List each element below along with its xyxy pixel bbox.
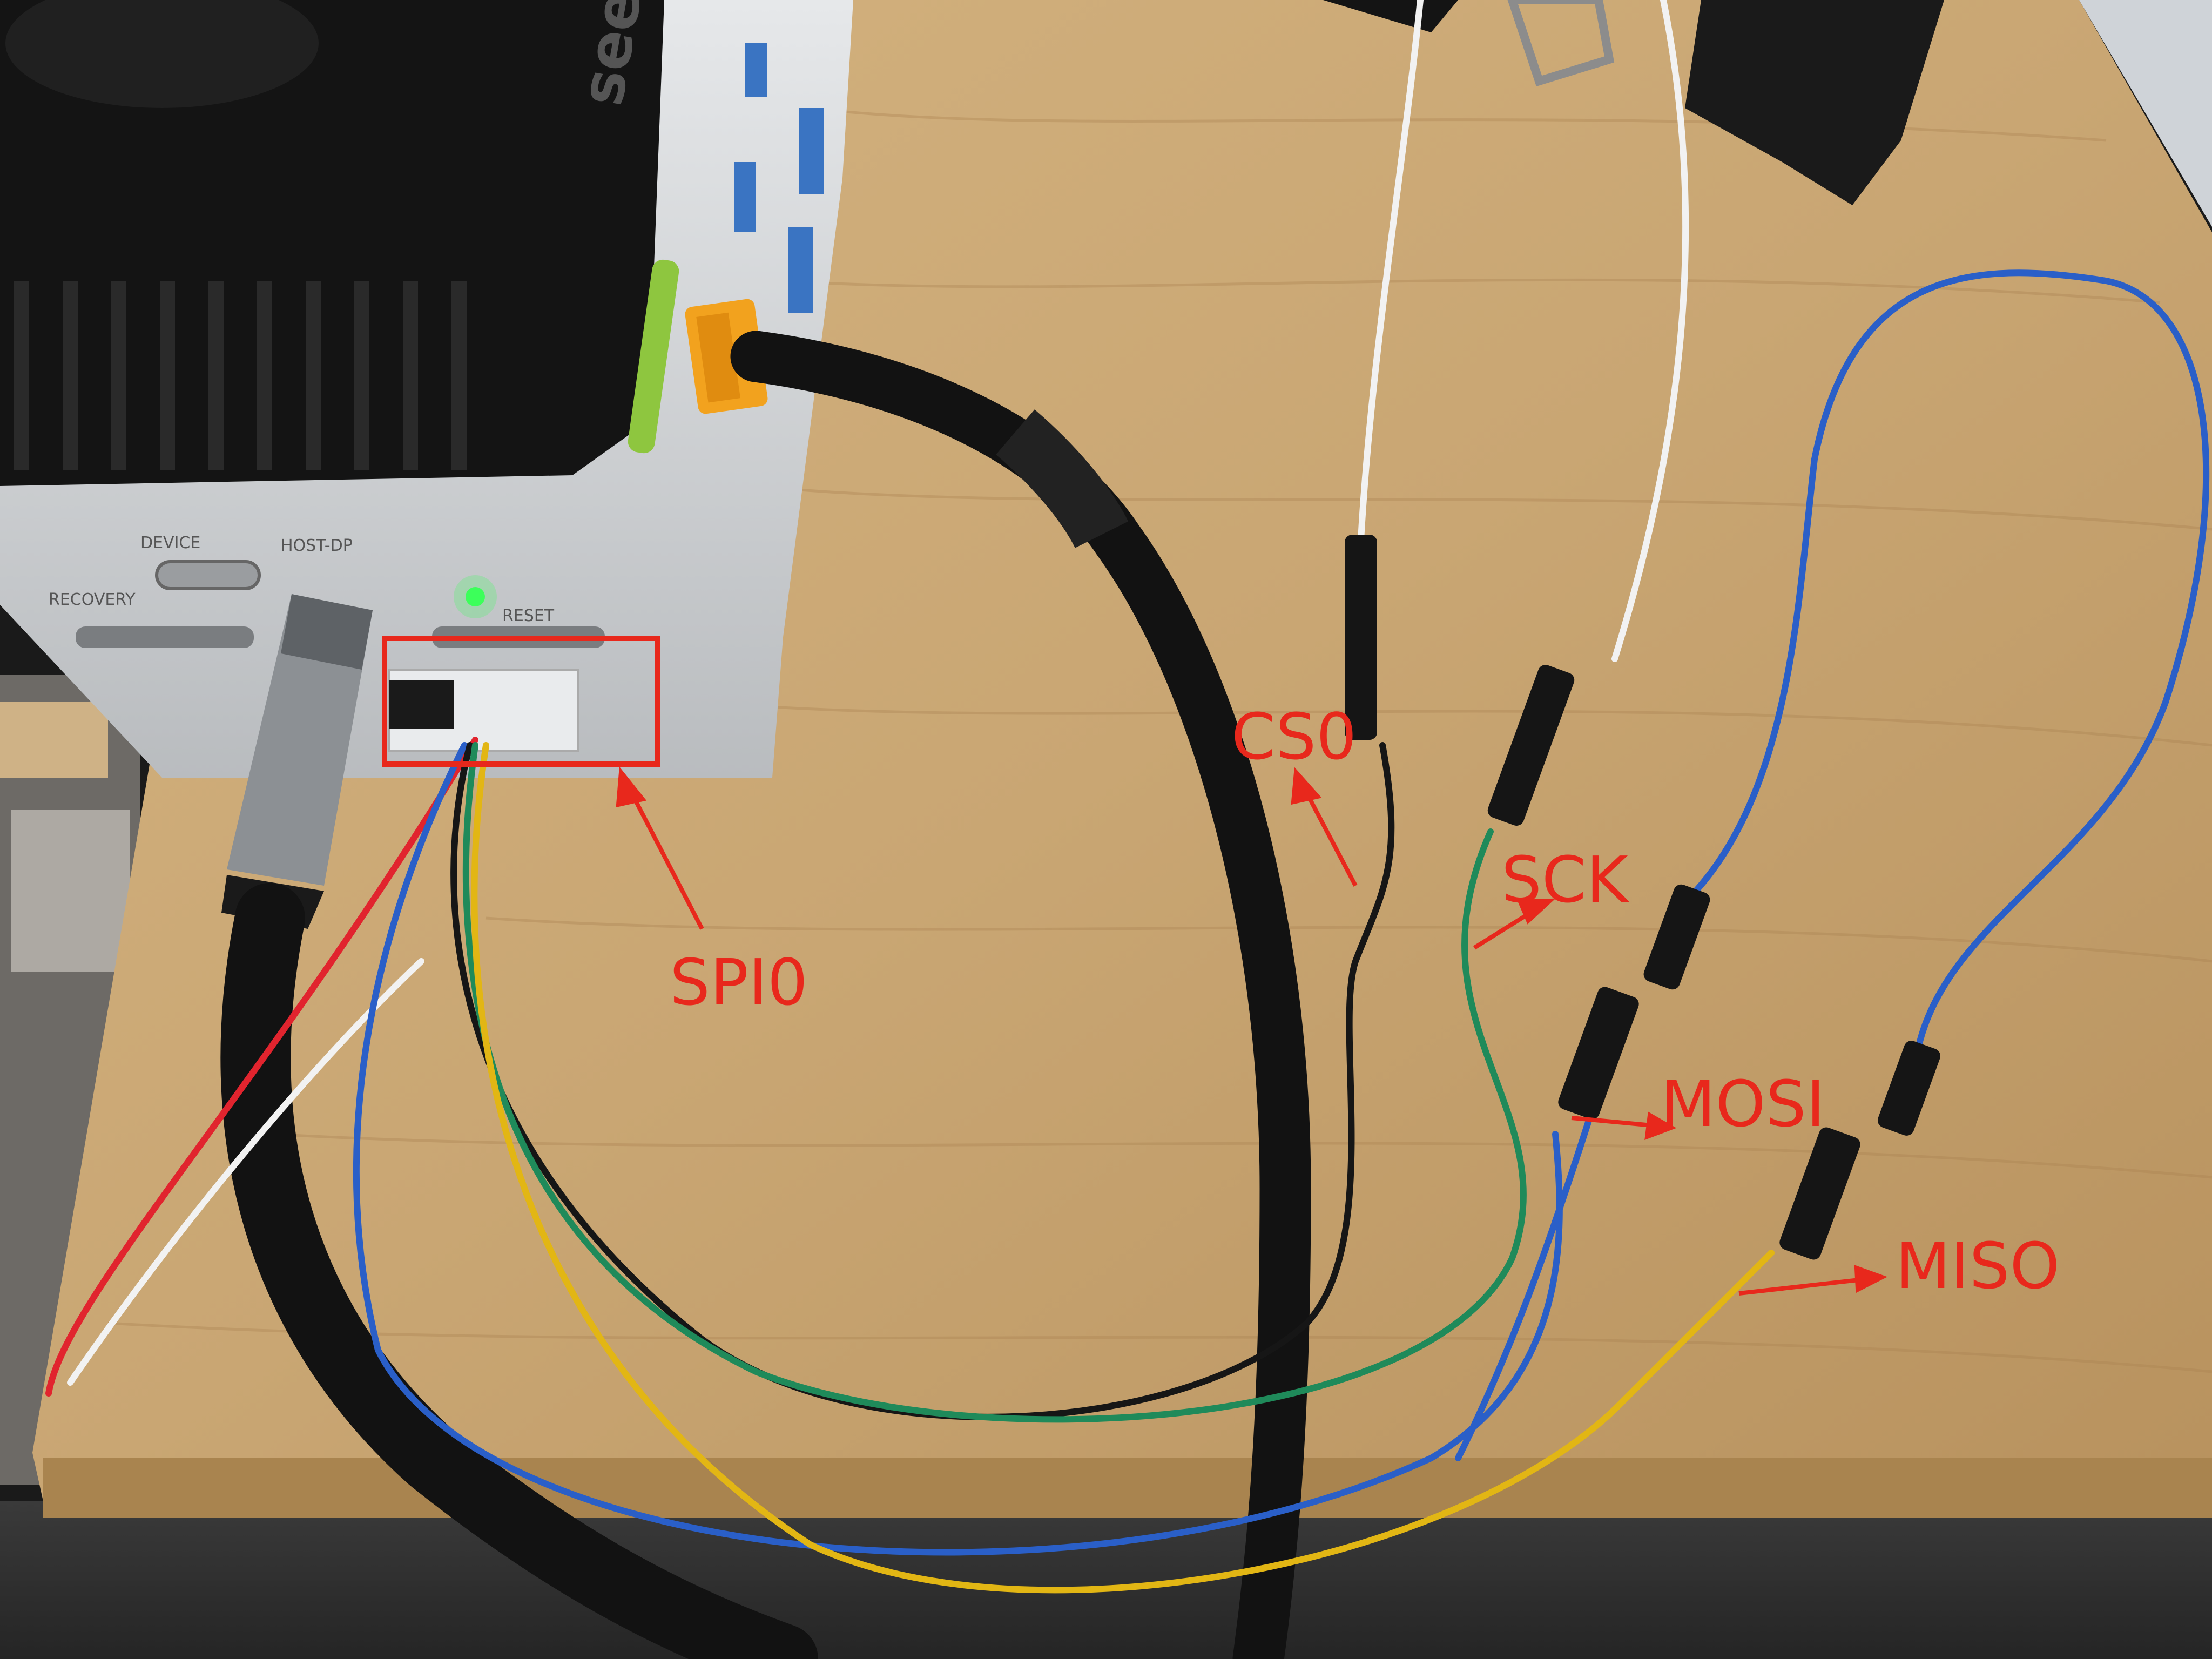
desk-edge [43, 1458, 2212, 1518]
binder-clip [1507, 0, 1615, 86]
power-cable [730, 331, 1311, 1659]
annotations: SPI0 CS0 SCK MOSI MISO [382, 636, 2060, 1303]
label-sck: SCK [1501, 842, 1629, 917]
xt-connector [685, 299, 768, 414]
wire-blue-left [353, 742, 1563, 1556]
port-label-device: DEVICE [140, 534, 200, 552]
jumper-wires [45, 0, 2210, 1594]
usb-c-cable [220, 594, 818, 1659]
black-object [1685, 0, 1944, 205]
usb-ports [734, 43, 824, 313]
wire-red-left [45, 737, 478, 1397]
label-miso: MISO [1896, 1229, 2060, 1303]
jumper-connectors [1345, 535, 1941, 1260]
label-mosi: MOSI [1661, 1067, 1825, 1141]
port-label-host-dp: HOST-DP [281, 536, 353, 555]
top-right-case [1998, 0, 2212, 227]
mosi-arrow [1571, 1116, 1658, 1128]
connector-miso-lower [1779, 1127, 1860, 1260]
wire-white-sck [1611, 0, 1689, 662]
connector-mosi-lower [1558, 987, 1639, 1120]
wire-green-sck [462, 742, 1527, 1423]
usb-c-port [155, 560, 261, 590]
front-slot [76, 626, 254, 648]
floor [0, 1501, 2212, 1659]
spi0-highlight-box [382, 636, 660, 767]
green-stripe [628, 259, 679, 454]
label-cs0: CS0 [1231, 699, 1357, 774]
spi0-arrow [624, 782, 704, 930]
status-led [466, 587, 485, 606]
edge-computer: seee RECOVERY DEVICE HOST-DP RESET [0, 0, 853, 778]
miso-arrow [1738, 1277, 1869, 1296]
wire-blue-mosi [1455, 1104, 1596, 1461]
port-label-recovery: RECOVERY [49, 590, 136, 609]
label-spi0: SPI0 [670, 945, 808, 1020]
connector-cs0 [1345, 535, 1377, 740]
connector-sck [1487, 665, 1575, 826]
connector-mosi-upper [1643, 884, 1710, 990]
connector-miso-upper [1877, 1041, 1941, 1136]
wire-blue-loop [1692, 269, 2210, 1056]
wire-yellow-miso [471, 742, 1775, 1594]
port-label-reset: RESET [502, 606, 555, 625]
wire-white-cs0 [1358, 0, 1424, 543]
